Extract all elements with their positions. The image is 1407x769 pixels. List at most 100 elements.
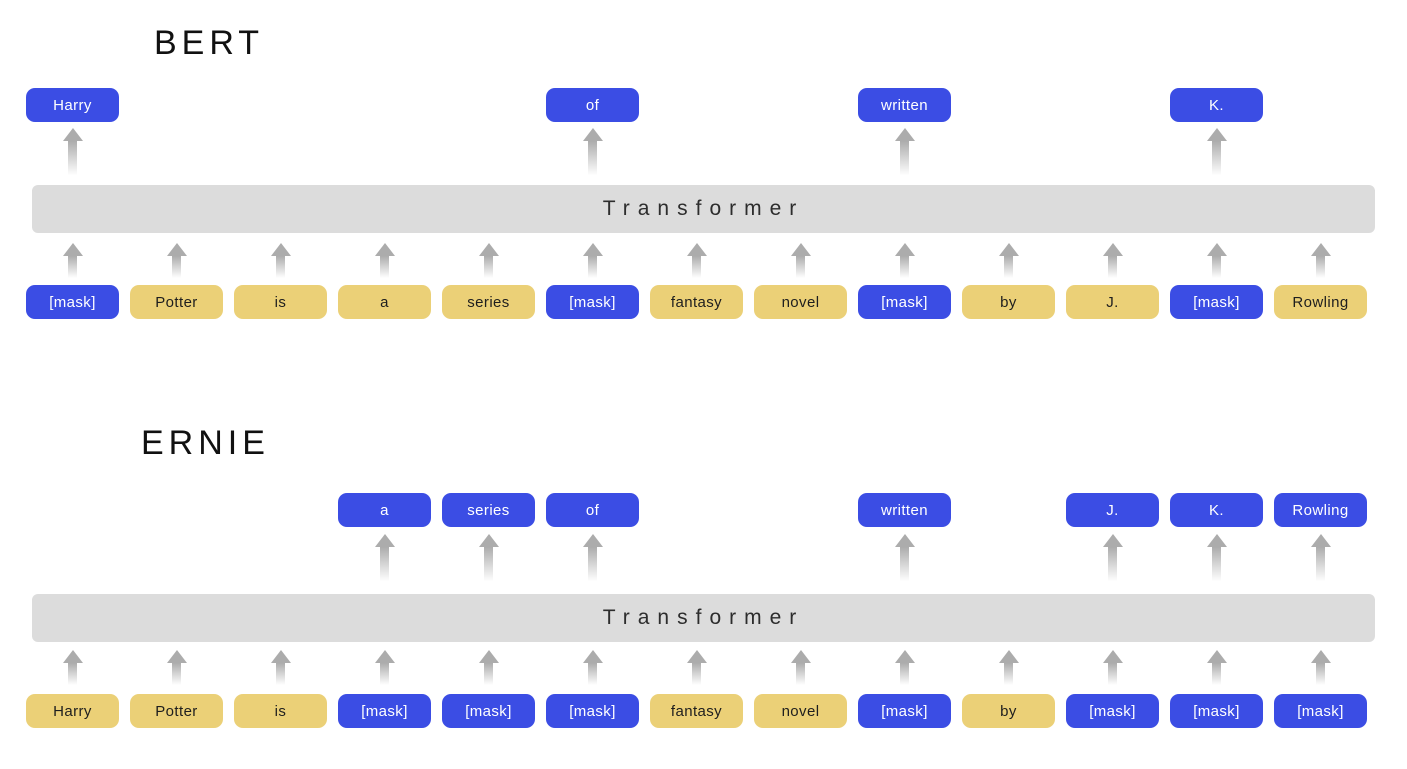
arrow-tail — [692, 256, 701, 281]
input-token-box: J. — [1066, 285, 1159, 319]
output-cell — [130, 493, 223, 527]
arrow-up-icon — [582, 243, 603, 281]
arrow-up-icon — [1206, 128, 1227, 180]
output-cell — [754, 493, 847, 527]
output-arrow-cell — [546, 128, 639, 180]
output-arrow-cell — [858, 128, 951, 180]
arrow-up-icon — [894, 650, 915, 688]
arrow-head — [1102, 243, 1123, 256]
input-cell: [mask] — [1274, 694, 1367, 728]
arrow-up-icon — [374, 534, 395, 586]
ernie-title: ERNIE — [141, 424, 270, 462]
input-token-box: novel — [754, 694, 847, 728]
output-cell — [650, 88, 743, 122]
output-token-box: series — [442, 493, 535, 527]
input-token-box: Rowling — [1274, 285, 1367, 319]
output-arrow-cell — [546, 534, 639, 586]
output-cell — [1066, 88, 1159, 122]
arrow-tail — [172, 256, 181, 281]
output-cell: series — [442, 493, 535, 527]
output-cell — [338, 88, 431, 122]
output-cell: K. — [1170, 88, 1263, 122]
input-arrow-cell — [754, 650, 847, 688]
arrow-head — [1206, 650, 1227, 663]
input-cell: J. — [1066, 285, 1159, 319]
arrow-head — [270, 650, 291, 663]
input-cell: [mask] — [26, 285, 119, 319]
arrow-tail — [1108, 547, 1117, 586]
input-token-box: series — [442, 285, 535, 319]
arrow-tail — [1212, 256, 1221, 281]
mask-token-box: [mask] — [546, 694, 639, 728]
mask-token-box: [mask] — [1274, 694, 1367, 728]
output-token-box: K. — [1170, 88, 1263, 122]
input-arrow-cell — [1274, 650, 1367, 688]
input-cell: [mask] — [338, 694, 431, 728]
input-arrow-cell — [130, 243, 223, 281]
arrow-head — [894, 650, 915, 663]
bert-transformer-bar: Transformer — [32, 185, 1375, 233]
arrow-up-icon — [998, 650, 1019, 688]
arrow-up-icon — [894, 128, 915, 180]
arrow-head — [166, 243, 187, 256]
arrow-up-icon — [1102, 243, 1123, 281]
arrow-head — [374, 650, 395, 663]
mask-token-box: [mask] — [858, 285, 951, 319]
output-token-box: of — [546, 88, 639, 122]
input-arrow-cell — [26, 650, 119, 688]
arrow-tail — [900, 256, 909, 281]
arrow-head — [62, 243, 83, 256]
arrow-up-icon — [62, 128, 83, 180]
arrow-tail — [588, 547, 597, 586]
input-token-box: Potter — [130, 694, 223, 728]
input-cell: [mask] — [1170, 285, 1263, 319]
arrow-tail — [1212, 663, 1221, 688]
output-arrow-cell — [442, 128, 535, 180]
output-cell — [442, 88, 535, 122]
input-cell: [mask] — [1066, 694, 1159, 728]
arrow-head — [1310, 243, 1331, 256]
output-cell: K. — [1170, 493, 1263, 527]
arrow-tail — [1108, 663, 1117, 688]
mask-token-box: [mask] — [546, 285, 639, 319]
input-cell: [mask] — [546, 694, 639, 728]
arrow-head — [374, 243, 395, 256]
input-arrow-cell — [650, 650, 743, 688]
input-arrow-cell — [650, 243, 743, 281]
arrow-tail — [484, 256, 493, 281]
arrow-up-icon — [374, 650, 395, 688]
input-arrow-cell — [962, 243, 1055, 281]
arrow-head — [894, 243, 915, 256]
input-arrow-cell — [858, 243, 951, 281]
input-arrow-cell — [442, 650, 535, 688]
arrow-up-icon — [270, 243, 291, 281]
output-cell: Rowling — [1274, 493, 1367, 527]
input-cell: fantasy — [650, 694, 743, 728]
output-token-box: of — [546, 493, 639, 527]
output-cell — [754, 88, 847, 122]
arrow-tail — [380, 663, 389, 688]
input-cell: [mask] — [858, 285, 951, 319]
input-token-box: is — [234, 285, 327, 319]
input-arrow-cell — [754, 243, 847, 281]
output-token-box: K. — [1170, 493, 1263, 527]
arrow-tail — [1212, 141, 1221, 180]
output-arrow-cell — [26, 534, 119, 586]
arrow-up-icon — [686, 650, 707, 688]
output-cell: Harry — [26, 88, 119, 122]
arrow-up-icon — [1206, 243, 1227, 281]
arrow-head — [478, 650, 499, 663]
input-arrow-cell — [234, 650, 327, 688]
arrow-tail — [796, 663, 805, 688]
arrow-up-icon — [998, 243, 1019, 281]
input-cell: is — [234, 285, 327, 319]
input-token-box: fantasy — [650, 694, 743, 728]
arrow-head — [1102, 534, 1123, 547]
output-arrow-cell — [1274, 128, 1367, 180]
arrow-up-icon — [166, 243, 187, 281]
input-token-box: Harry — [26, 694, 119, 728]
input-cell: [mask] — [1170, 694, 1263, 728]
